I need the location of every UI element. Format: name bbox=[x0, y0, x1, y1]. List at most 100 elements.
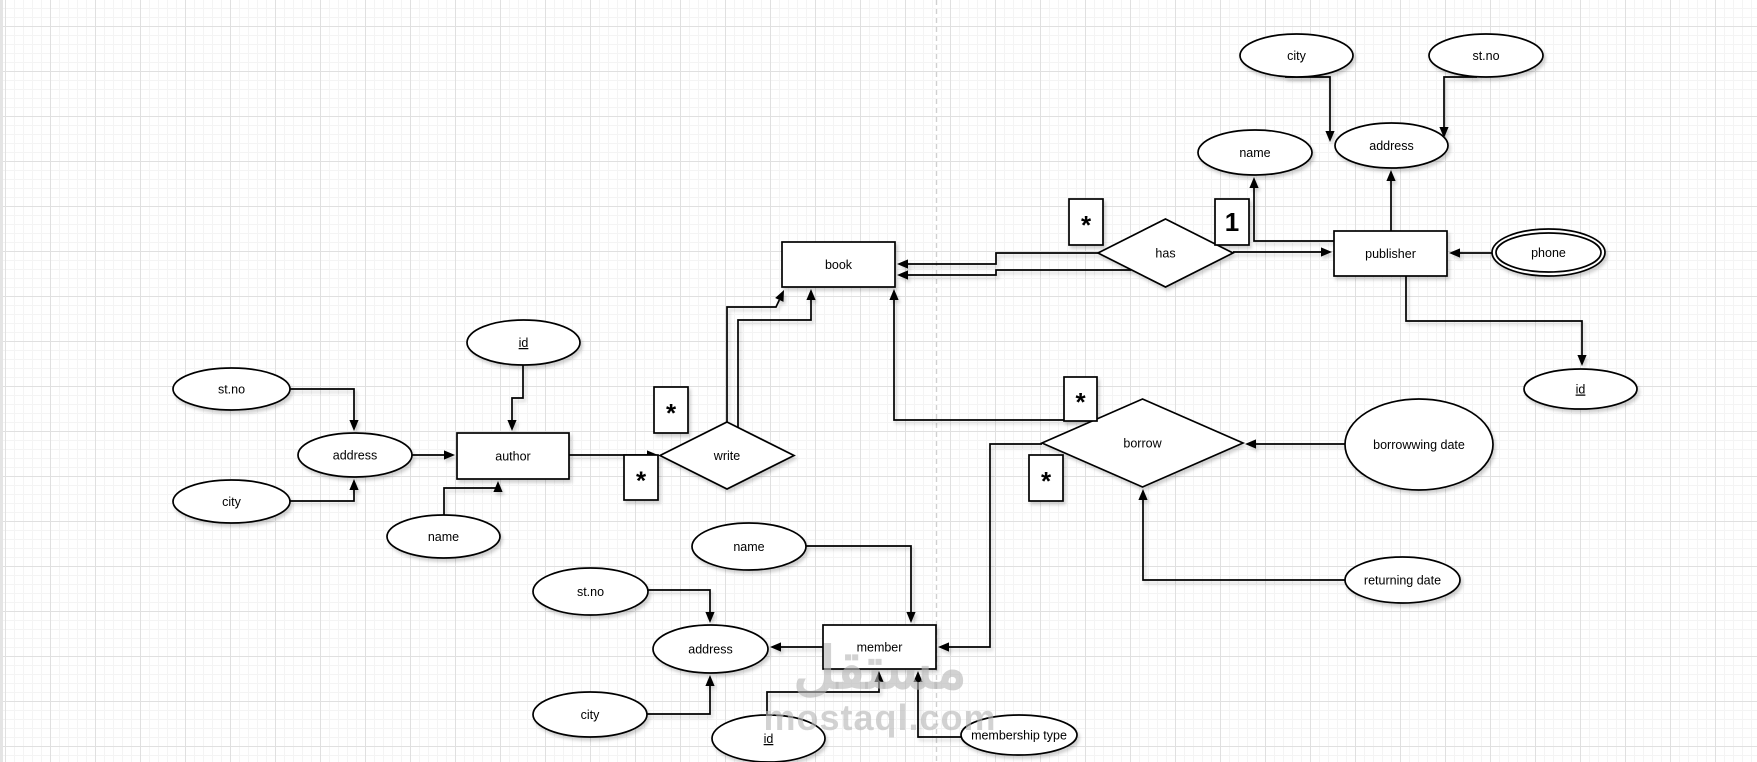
attribute-member-city-ellipse bbox=[532, 691, 648, 738]
attribute-author-id[interactable]: id bbox=[466, 319, 581, 366]
attribute-publisher-name[interactable]: name bbox=[1197, 129, 1313, 176]
edge-name-to-author[interactable] bbox=[443, 481, 503, 515]
cardinality-borrow-left[interactable]: * bbox=[1028, 454, 1064, 502]
edge-has-to-publisher-arrowhead bbox=[1321, 247, 1332, 257]
edge-has-to-book-lower[interactable] bbox=[897, 269, 1131, 280]
relationship-write[interactable]: write bbox=[658, 421, 796, 490]
edge-stno-to-author-address[interactable] bbox=[290, 388, 359, 431]
attribute-member-id-ellipse bbox=[711, 714, 826, 762]
attribute-membership-type[interactable]: membership type bbox=[960, 714, 1078, 756]
edge-stno-to-member-address[interactable] bbox=[648, 589, 715, 623]
attribute-member-address-ellipse bbox=[652, 624, 769, 674]
edge-publisher-to-id[interactable] bbox=[1405, 276, 1587, 366]
cardinality-has-many[interactable]: * bbox=[1068, 198, 1104, 246]
edge-phone-to-publisher[interactable] bbox=[1449, 248, 1492, 258]
attribute-publisher-name-label: name bbox=[1239, 146, 1270, 160]
edge-borrow-to-member[interactable] bbox=[938, 443, 1042, 652]
edge-publisher-to-id-arrowhead bbox=[1577, 355, 1587, 366]
attribute-publisher-id[interactable]: id bbox=[1523, 368, 1638, 410]
entity-publisher-label: publisher bbox=[1365, 247, 1416, 261]
edge-stno-to-publisher-address[interactable] bbox=[1439, 76, 1477, 138]
attribute-publisher-stno-ellipse bbox=[1428, 33, 1544, 78]
edge-has-to-book-lower-arrowhead bbox=[897, 270, 908, 280]
edge-membershiptype-to-member[interactable] bbox=[913, 671, 961, 738]
cardinality-write-left-box bbox=[623, 454, 659, 501]
attribute-publisher-city[interactable]: city bbox=[1239, 33, 1354, 78]
edge-city-to-publisher-address[interactable] bbox=[1285, 76, 1335, 142]
edge-address-to-author[interactable] bbox=[412, 450, 455, 460]
edge-publisher-to-address[interactable] bbox=[1386, 170, 1396, 231]
attribute-publisher-address[interactable]: address bbox=[1334, 122, 1449, 169]
edge-stno-to-author-address-line bbox=[290, 388, 355, 420]
entity-book[interactable]: book bbox=[781, 241, 896, 288]
edge-has-to-book-upper-arrowhead bbox=[897, 259, 908, 269]
edge-has-to-publisher[interactable] bbox=[1233, 247, 1332, 257]
attribute-member-name[interactable]: name bbox=[691, 522, 807, 571]
attribute-borrowwing-date[interactable]: borrowwing date bbox=[1344, 398, 1494, 491]
cardinality-write-left[interactable]: * bbox=[623, 454, 659, 501]
entity-book-box bbox=[781, 241, 896, 288]
attribute-publisher-id-label: id bbox=[1576, 383, 1586, 397]
edge-city-to-member-address[interactable] bbox=[647, 675, 715, 715]
edge-write-to-book-mid[interactable] bbox=[737, 289, 816, 428]
attribute-publisher-phone[interactable]: phone bbox=[1491, 228, 1606, 277]
attribute-returning-date[interactable]: returning date bbox=[1344, 556, 1461, 604]
edge-phone-to-publisher-arrowhead bbox=[1449, 248, 1460, 258]
entity-member[interactable]: member bbox=[822, 624, 937, 670]
attribute-author-stno[interactable]: st.no bbox=[172, 367, 291, 411]
attribute-publisher-id-ellipse bbox=[1523, 368, 1638, 410]
edge-id-to-member[interactable] bbox=[766, 671, 884, 715]
attribute-author-name[interactable]: name bbox=[386, 514, 501, 559]
entity-book-label: book bbox=[825, 258, 853, 272]
edge-publisher-to-name[interactable] bbox=[1249, 177, 1334, 242]
entity-member-box bbox=[822, 624, 937, 670]
attribute-member-stno[interactable]: st.no bbox=[532, 567, 649, 616]
edge-member-to-address[interactable] bbox=[770, 642, 823, 652]
relationship-has[interactable]: has bbox=[1096, 218, 1235, 288]
attribute-author-city-label: city bbox=[222, 495, 242, 509]
edge-stno-to-member-address-line bbox=[648, 589, 711, 612]
nodes-group: bookauthorpublishermemberhaswriteborrowc… bbox=[172, 33, 1638, 762]
attribute-author-address[interactable]: address bbox=[297, 432, 413, 478]
edge-membershiptype-to-member-line bbox=[917, 682, 961, 738]
edge-city-to-author-address[interactable] bbox=[290, 479, 359, 502]
attribute-author-city[interactable]: city bbox=[172, 479, 291, 524]
attribute-author-city-ellipse bbox=[172, 479, 291, 524]
entity-author-box bbox=[456, 432, 570, 480]
edge-borrow-to-book[interactable] bbox=[889, 289, 1097, 421]
edge-returningdate-to-borrow[interactable] bbox=[1138, 489, 1345, 581]
edge-write-to-book-mid-line bbox=[737, 300, 812, 428]
edge-name-to-member-line bbox=[806, 545, 912, 612]
cardinality-borrow-top-box bbox=[1063, 376, 1098, 422]
attribute-publisher-stno[interactable]: st.no bbox=[1428, 33, 1544, 78]
edges-group bbox=[290, 76, 1587, 738]
attribute-publisher-address-label: address bbox=[1369, 139, 1413, 153]
edge-city-to-member-address-arrowhead bbox=[705, 675, 715, 686]
attribute-publisher-phone-label: phone bbox=[1531, 246, 1566, 260]
edge-id-to-author[interactable] bbox=[507, 365, 524, 431]
edge-has-to-book-upper[interactable] bbox=[897, 252, 1098, 269]
edge-membershiptype-to-member-arrowhead bbox=[913, 671, 923, 682]
entity-author[interactable]: author bbox=[456, 432, 570, 480]
attribute-member-id[interactable]: id bbox=[711, 714, 826, 762]
edge-address-to-author-arrowhead bbox=[444, 450, 455, 460]
attribute-member-city[interactable]: city bbox=[532, 691, 648, 738]
entity-author-label: author bbox=[495, 450, 530, 464]
edge-borrowwingdate-to-borrow[interactable] bbox=[1245, 439, 1345, 449]
entity-publisher[interactable]: publisher bbox=[1333, 230, 1448, 277]
cardinality-borrow-top[interactable]: * bbox=[1063, 376, 1098, 422]
cardinality-write-top-label: * bbox=[666, 398, 677, 428]
edge-write-to-book-left[interactable] bbox=[726, 290, 784, 422]
attribute-member-name-label: name bbox=[733, 540, 764, 554]
edge-name-to-member[interactable] bbox=[806, 545, 916, 623]
cardinality-write-top-box bbox=[653, 386, 689, 434]
cardinality-write-top[interactable]: * bbox=[653, 386, 689, 434]
attribute-member-address[interactable]: address bbox=[652, 624, 769, 674]
attribute-publisher-stno-label: st.no bbox=[1472, 49, 1499, 63]
cardinality-has-one[interactable]: 1 bbox=[1214, 198, 1250, 246]
attribute-author-address-label: address bbox=[333, 449, 377, 463]
cardinality-borrow-top-label: * bbox=[1075, 387, 1086, 417]
cardinality-borrow-left-box bbox=[1028, 454, 1064, 502]
edge-publisher-to-name-arrowhead bbox=[1249, 177, 1259, 188]
edge-city-to-author-address-arrowhead bbox=[349, 479, 359, 490]
